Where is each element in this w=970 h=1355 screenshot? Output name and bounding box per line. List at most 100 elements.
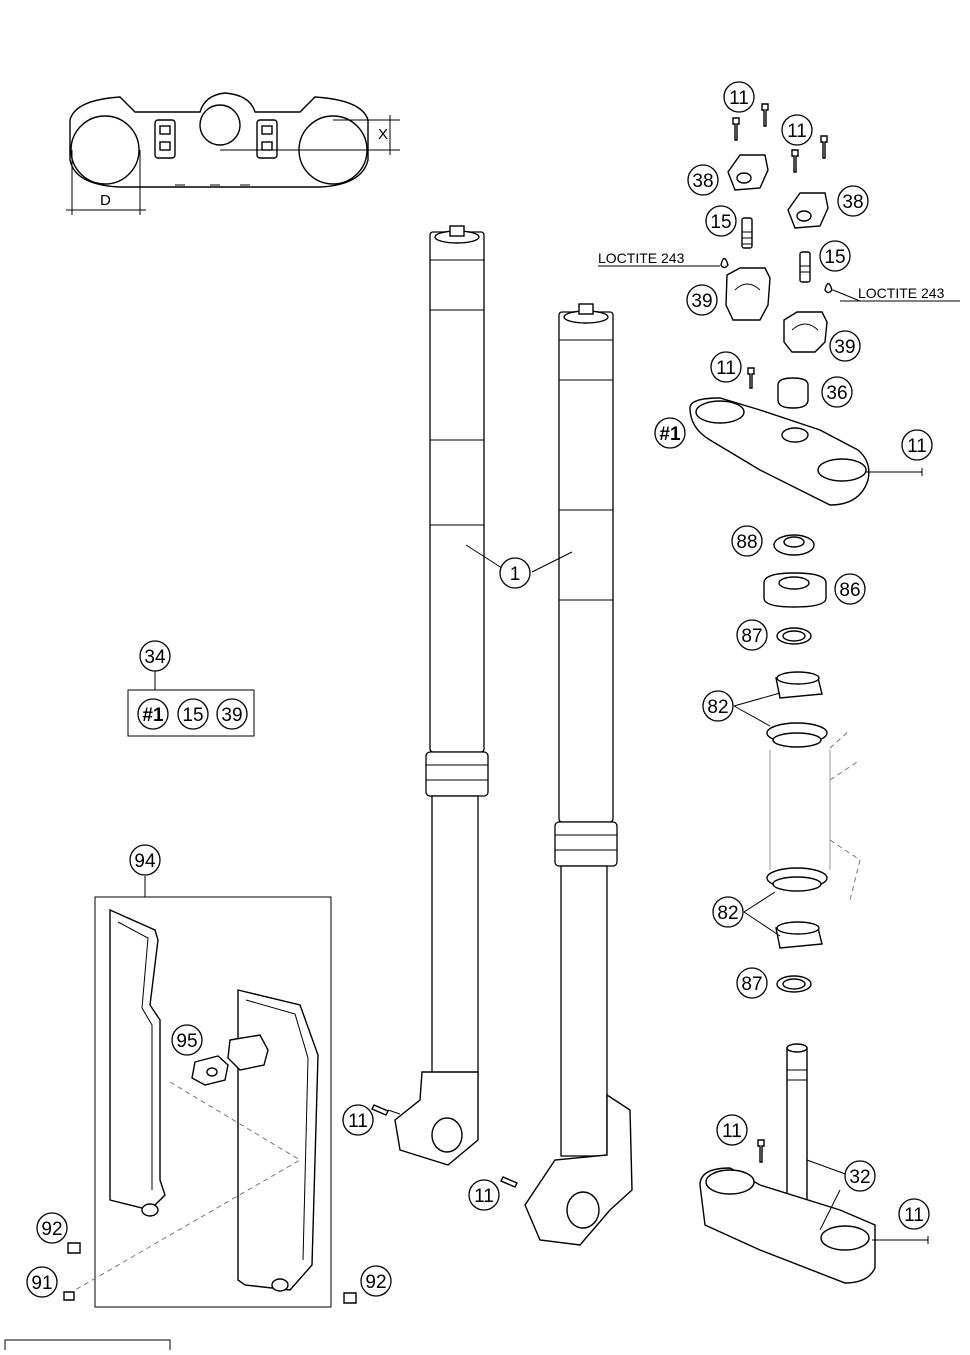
callout-36-marker: 36 xyxy=(821,376,853,408)
callout-number: 88 xyxy=(736,532,757,553)
callout-number: 86 xyxy=(839,580,860,601)
callout-number: 11 xyxy=(348,1111,368,1132)
callout-number: 32 xyxy=(849,1167,870,1188)
callout-86-marker: 86 xyxy=(834,573,866,605)
fork-guards-box xyxy=(63,876,357,1308)
page-code-box xyxy=(4,1339,171,1355)
callout-number: 38 xyxy=(692,171,713,192)
callout-circle xyxy=(716,1114,748,1146)
callout-number: 87 xyxy=(741,974,762,995)
callout-circle xyxy=(139,640,171,672)
callout-number: 11 xyxy=(787,121,807,142)
callout-number: 11 xyxy=(716,358,736,379)
callout-number: 15 xyxy=(710,212,731,233)
upper-clamp-parts: LOCTITE 243 LOCTITE 243 xyxy=(598,103,960,506)
callout-number: 11 xyxy=(904,1205,924,1226)
callout-number: 11 xyxy=(474,1186,494,1207)
callout-11-marker: 11 xyxy=(781,114,813,146)
callout-11-marker: 11 xyxy=(898,1198,930,1230)
callout-circle xyxy=(360,1265,392,1297)
callout-number: 34 xyxy=(144,647,166,668)
callout-number: 92 xyxy=(365,1272,386,1293)
callout-number: 11 xyxy=(729,88,749,109)
callout-circle xyxy=(129,844,161,876)
callout-11-marker: 11 xyxy=(342,1104,374,1136)
callout-circle xyxy=(137,698,169,730)
callout-circle xyxy=(499,557,531,589)
callout-circle xyxy=(901,429,933,461)
callout-hash1-marker: #1 xyxy=(137,698,169,730)
callout-34-marker: 34 xyxy=(139,640,171,672)
callout-circle xyxy=(821,376,853,408)
callout-number: 36 xyxy=(826,383,847,404)
callout-circle xyxy=(781,114,813,146)
callout-82-marker: 82 xyxy=(702,690,734,722)
callout-number: 39 xyxy=(834,337,855,358)
callout-1-marker: 1 xyxy=(499,557,531,589)
callout-number: 39 xyxy=(691,291,712,312)
callout-circle xyxy=(36,1212,68,1244)
dimension-x-label: X xyxy=(378,126,388,143)
callout-circle xyxy=(177,698,209,730)
callout-39-marker: 39 xyxy=(829,330,861,362)
callout-number: 91 xyxy=(31,1273,52,1294)
fork-pinch-screws xyxy=(371,1104,518,1188)
callout-circle xyxy=(723,81,755,113)
callout-circle xyxy=(736,967,768,999)
callout-number: 15 xyxy=(182,705,203,726)
callout-number: 39 xyxy=(221,705,242,726)
callout-circle xyxy=(654,417,686,449)
callout-number: #1 xyxy=(659,424,681,445)
callout-92-marker: 92 xyxy=(360,1265,392,1297)
callout-number: #1 xyxy=(142,705,164,726)
callout-88-marker: 88 xyxy=(731,525,763,557)
callout-circle xyxy=(829,330,861,362)
callout-circle xyxy=(705,205,737,237)
callout-87-marker: 87 xyxy=(736,619,768,651)
callout-circle xyxy=(731,525,763,557)
callout-11-marker: 11 xyxy=(710,351,742,383)
callout-15-marker: 15 xyxy=(177,698,209,730)
callout-15-marker: 15 xyxy=(819,240,851,272)
callout-number: 92 xyxy=(41,1219,62,1240)
callout-circle xyxy=(710,351,742,383)
callout-number: 95 xyxy=(176,1031,197,1052)
callout-number: 87 xyxy=(741,626,762,647)
callout-39-marker: 39 xyxy=(216,698,248,730)
callout-circle xyxy=(736,619,768,651)
callout-92-marker: 92 xyxy=(36,1212,68,1244)
callout-87-marker: 87 xyxy=(736,967,768,999)
callout-82-marker: 82 xyxy=(712,896,744,928)
dimension-d-label: D xyxy=(100,192,111,209)
callout-number: 94 xyxy=(134,851,156,872)
callout-circle xyxy=(837,185,869,217)
callout-circle xyxy=(819,240,851,272)
fork-leg-left xyxy=(394,225,489,1166)
callout-91-marker: 91 xyxy=(26,1266,58,1298)
callout-circle xyxy=(687,164,719,196)
callout-hash1-marker: #1 xyxy=(654,417,686,449)
callout-95-marker: 95 xyxy=(171,1024,203,1056)
fork-leg-right xyxy=(524,303,633,1246)
callout-number: 82 xyxy=(717,903,738,924)
callout-circle xyxy=(216,698,248,730)
callout-11-marker: 11 xyxy=(901,429,933,461)
callout-circle xyxy=(171,1024,203,1056)
callout-number: 1 xyxy=(510,564,521,585)
callout-38-marker: 38 xyxy=(837,185,869,217)
callout-number: 11 xyxy=(907,436,927,457)
kit-box-34 xyxy=(127,670,255,737)
loctite-label-right: LOCTITE 243 xyxy=(858,285,945,301)
callout-circle xyxy=(712,896,744,928)
callout-38-marker: 38 xyxy=(687,164,719,196)
loctite-label-left: LOCTITE 243 xyxy=(598,250,685,266)
bearing-parts xyxy=(733,534,861,993)
callout-circle xyxy=(898,1198,930,1230)
callout-32-marker: 32 xyxy=(844,1160,876,1192)
callout-94-marker: 94 xyxy=(129,844,161,876)
callout-circle xyxy=(686,284,718,316)
callout-11-marker: 11 xyxy=(468,1179,500,1211)
callout-circle xyxy=(834,573,866,605)
